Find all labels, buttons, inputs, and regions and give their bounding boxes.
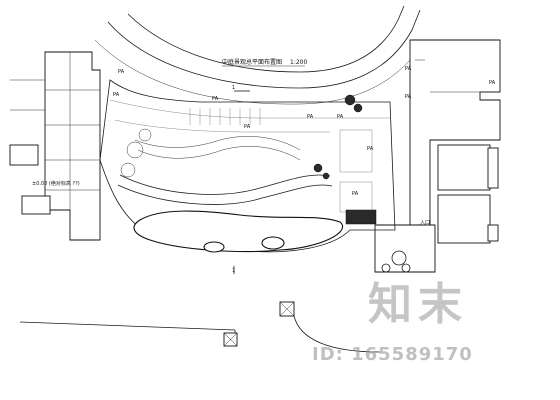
watermark-id: ID: 165589170 — [312, 344, 473, 365]
zone-label: PA — [405, 66, 412, 72]
svg-text:1: 1 — [232, 85, 235, 91]
section-marker-bottom: 1 — [232, 266, 235, 274]
right-building — [374, 39, 501, 273]
section-marker-top: 1 — [232, 85, 250, 92]
zone-label: PA — [113, 92, 120, 98]
curved-road — [94, 5, 426, 105]
small-label: 入口 — [420, 220, 430, 226]
zone-label: PA — [244, 124, 251, 130]
lower-section — [19, 301, 381, 353]
zone-label: PA — [212, 96, 219, 102]
svg-text:1: 1 — [232, 268, 235, 274]
zone-label: PA — [405, 94, 412, 100]
zone-label: PA — [118, 69, 125, 75]
drawing-title: 中庭景观总平面布置图 — [222, 58, 282, 66]
left-building — [9, 51, 101, 241]
zone-label: PA — [489, 80, 496, 86]
drawing-scale: 1:200 — [290, 59, 307, 66]
zone-label: PA — [352, 191, 359, 197]
zone-label: PA — [337, 114, 344, 120]
watermark-logo: 知末 — [368, 279, 468, 330]
zone-label: PA — [367, 146, 374, 152]
garden-area — [99, 79, 411, 273]
zone-label: PA — [307, 114, 314, 120]
left-elevation-label: ±0.00 (绝对标高 ??) — [32, 180, 80, 187]
